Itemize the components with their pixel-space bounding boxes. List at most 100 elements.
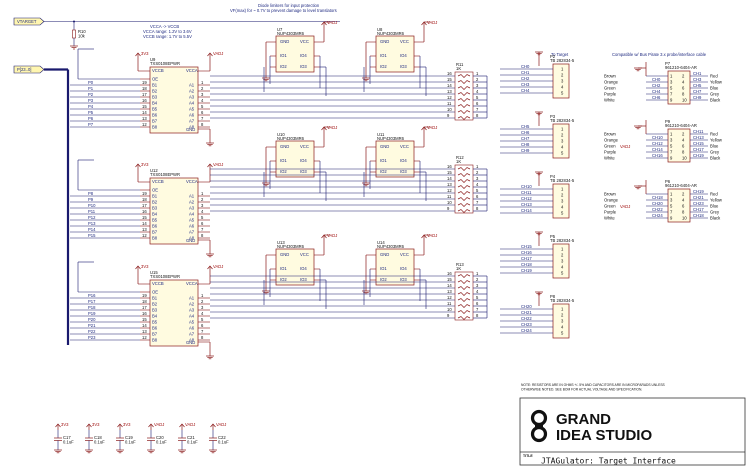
top-note-line2: VF(max) for ~ 0.7V to prevent damage to … [230,8,337,13]
translator-pin-right: A7 [189,332,195,337]
bp-pin-right: 6 [682,144,685,149]
pin-number: 3 [561,199,564,204]
translator-pin-left: B1 [152,83,158,88]
bp-header-ref: P9 [665,119,671,124]
power-flag-label: VADJ [216,422,226,427]
pin-number: 13 [447,89,452,94]
bp-color-right: Red [710,192,718,197]
translator-body [149,66,199,134]
translator-pin-left: B3 [152,95,158,100]
bottom-note-line1: NOTE: RESISTORS ARE IN OHMS +/- 5% AND C… [521,383,666,387]
pin-number: 5 [201,104,204,109]
ground-symbol [262,290,270,295]
pin-number: 18 [142,86,147,91]
pin-number: 7 [476,307,479,312]
logo-ring-top [530,409,548,427]
diode-pin-label: IO1 [280,158,287,163]
bp-channel-right: CH19 [693,153,704,158]
logo-ring-bottom [530,425,548,443]
header-channel-label: CH4 [521,88,530,93]
rnet-element [457,304,471,308]
pin-number: 4 [476,89,479,94]
pin-number: 3 [476,283,479,288]
rnet-element [457,274,471,278]
pin-number: 8 [476,206,479,211]
translator-pin-right: A4 [189,314,195,319]
bp-channel-right: CH3 [693,77,702,82]
header-channel-label: CH22 [521,316,532,321]
translator-part: TXS0108EPWR [150,172,180,177]
pin-number: 4 [561,205,564,210]
logo-line1: GRAND [556,411,611,428]
rnet-element [457,209,471,213]
bus-net-label: P16 [88,293,96,298]
bp-pin-right: 2 [682,132,685,137]
bus-net-label: P8 [88,191,94,196]
vtarget-port [13,17,45,26]
diode-ref: U8 [377,27,383,32]
pin-number: 14 [142,110,147,115]
bp-color-right: Yellow [710,80,723,85]
ground-symbol [262,182,270,187]
header-ref: P4 [550,174,556,179]
translator-pin-left: OE [152,77,158,82]
rnet-element [457,298,471,302]
bp-channel-left: CH14 [652,147,663,152]
bp-color-right: Grey [710,150,720,155]
bp-pin-right: 2 [682,74,685,79]
pin-number: 10 [447,200,452,205]
rnet-element [457,173,471,177]
bp-color-left: White [604,98,615,103]
translator-pin-right: A1 [189,296,195,301]
diode-gnd-label: GND [380,39,389,44]
pin-number: 6 [201,110,204,115]
ground-symbol [362,77,370,82]
diode-pin-label: IO2 [280,169,287,174]
translator-pin-left: B6 [152,113,158,118]
bp-pin-left: 5 [670,204,673,209]
pin-number: 2 [561,193,564,198]
diode-pin-label: IO1 [380,158,387,163]
pin-number: 15 [447,277,452,282]
pin-number: 6 [476,101,479,106]
rnet-element [457,110,471,114]
pin-number: 3 [201,92,204,97]
bp-pin-right: 8 [682,150,685,155]
bp-color-right: Black [710,98,721,103]
power-flag-label: 3V3 [123,422,131,427]
power-flag: 3V3 [135,264,149,272]
cap-value: 0.1uF [63,440,74,445]
pin-number: 7 [201,116,204,121]
diode-pin-label: IO1 [380,266,387,271]
title-label: TITLE [523,454,533,458]
power-flag-label: VADJ [154,422,164,427]
pin-number: 9 [447,206,450,211]
pin-number: 2 [476,277,479,282]
diode-vcc-label: VCC [400,252,409,257]
header-channel-label: CH2 [521,76,530,81]
pin-number: 3 [201,305,204,310]
diode-vcc-label: VCC [300,144,309,149]
pin-number: 5 [561,151,564,156]
bus-net-label: P21 [88,323,96,328]
diode-ref: U11 [377,132,385,137]
pin-number: 14 [447,83,452,88]
bp-color-right: Red [710,74,718,79]
pin-number: 16 [142,209,147,214]
pin-number: 3 [561,319,564,324]
translator-pin-left: B5 [152,107,158,112]
bp-color-right: Black [710,216,721,221]
title-text: JTAGulator: Target Interface [541,457,676,466]
bp-channel-right: CH19 [693,189,704,194]
rnet-element [457,86,471,90]
bp-pin-right: 8 [682,92,685,97]
pin-number: 16 [447,164,452,169]
translator-pin-right: A3 [189,206,195,211]
diode-ref: U10 [277,132,285,137]
pin-number: 1 [561,67,564,72]
rnet-value: 1K [456,266,461,271]
